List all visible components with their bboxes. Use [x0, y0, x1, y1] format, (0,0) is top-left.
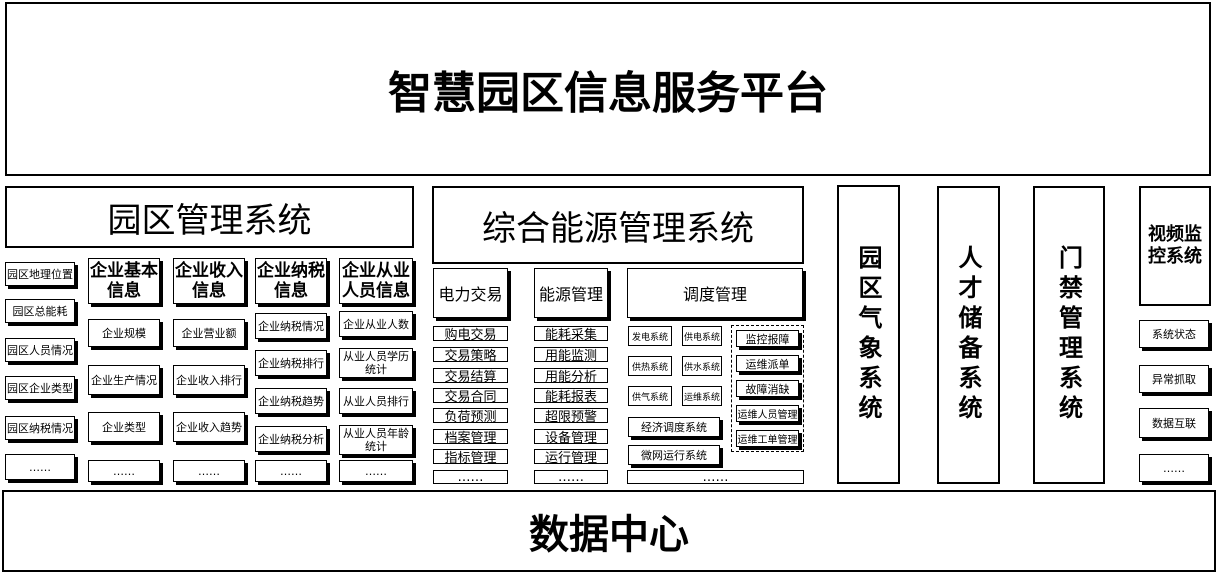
tax-info-item: 企业纳税排行	[255, 350, 327, 376]
column-header-basic-info: 企业基本信息	[88, 258, 160, 304]
income-info-item: 企业营业额	[173, 319, 245, 347]
video-item: 数据互联	[1139, 408, 1209, 438]
power-trading-header: 电力交易	[433, 268, 508, 318]
power-trading-item: 购电交易	[433, 326, 508, 343]
dispatch-subsystem: 供气系统	[628, 386, 672, 406]
staff-info-item: 从业人员年龄统计	[339, 425, 413, 455]
ops-item: 监控报障	[736, 330, 799, 347]
ops-item: 故障消缺	[736, 380, 799, 397]
dispatch-subsystem: 发电系统	[628, 326, 672, 346]
energy-mgmt-item: 运行管理	[534, 449, 608, 466]
energy-mgmt-item: 用能监测	[534, 347, 608, 364]
power-trading-more: ……	[433, 470, 508, 485]
basic-info-item: 企业规模	[88, 319, 160, 347]
power-trading-item: 档案管理	[433, 429, 508, 446]
video-item: 系统状态	[1139, 320, 1209, 348]
microgrid-system: 微网运行系统	[628, 445, 720, 465]
ops-item: 运维工单管理	[736, 430, 799, 447]
income-info-item: 企业收入趋势	[173, 412, 245, 442]
ops-item: 运维派单	[736, 355, 799, 372]
basic-info-item: 企业类型	[88, 412, 160, 442]
tax-info-more: ……	[255, 460, 327, 482]
income-info-more: ……	[173, 460, 245, 482]
dispatch-subsystem: 供水系统	[682, 356, 722, 376]
park-item-people: 园区人员情况	[5, 338, 75, 362]
economic-dispatch-system: 经济调度系统	[628, 417, 720, 437]
video-more: ……	[1139, 454, 1209, 482]
dispatch-subsystem: 供电系统	[682, 326, 722, 346]
access-system: 门禁管理系统	[1033, 186, 1105, 484]
column-header-tax-info: 企业纳税信息	[255, 258, 327, 304]
park-item-location: 园区地理位置	[5, 262, 75, 286]
weather-system: 园区气象系统	[837, 185, 900, 484]
park-system-title: 园区管理系统	[5, 186, 414, 248]
staff-info-item: 企业从业人数	[339, 311, 413, 337]
talent-system: 人才储备系统	[937, 186, 1000, 484]
dispatch-more: ……	[627, 470, 804, 485]
dispatch-subsystem: 运维系统	[682, 386, 722, 406]
park-item-energy: 园区总能耗	[5, 299, 75, 323]
energy-mgmt-item: 能耗采集	[534, 326, 608, 343]
park-item-enterprise-type: 园区企业类型	[5, 376, 75, 400]
energy-mgmt-item: 设备管理	[534, 429, 608, 446]
platform-title: 智慧园区信息服务平台	[5, 2, 1211, 176]
staff-info-more: ……	[339, 460, 413, 482]
tax-info-item: 企业纳税情况	[255, 313, 327, 339]
energy-mgmt-header: 能源管理	[534, 268, 608, 318]
income-info-item: 企业收入排行	[173, 365, 245, 395]
video-item: 异常抓取	[1139, 365, 1209, 393]
energy-mgmt-item: 用能分析	[534, 368, 608, 385]
data-center: 数据中心	[2, 490, 1216, 572]
ops-item: 运维人员管理	[736, 405, 799, 422]
dispatch-subsystem: 供热系统	[628, 356, 672, 376]
column-header-staff-info: 企业从业人员信息	[339, 258, 413, 304]
power-trading-item: 交易策略	[433, 347, 508, 364]
basic-info-item: 企业生产情况	[88, 365, 160, 395]
basic-info-more: ……	[88, 460, 160, 482]
tax-info-item: 企业纳税分析	[255, 426, 327, 452]
power-trading-item: 指标管理	[433, 449, 508, 466]
column-header-income-info: 企业收入信息	[173, 258, 245, 304]
park-item-more: ……	[5, 454, 75, 480]
energy-mgmt-more: ……	[534, 470, 608, 485]
video-system-title: 视频监控系统	[1139, 186, 1211, 306]
power-trading-item: 负荷预测	[433, 408, 508, 425]
staff-info-item: 从业人员学历统计	[339, 348, 413, 378]
dispatch-mgmt-header: 调度管理	[627, 268, 803, 318]
ops-group	[731, 325, 804, 452]
power-trading-item: 交易结算	[433, 368, 508, 385]
energy-mgmt-item: 超限预警	[534, 408, 608, 425]
energy-mgmt-item: 能耗报表	[534, 388, 608, 405]
power-trading-item: 交易合同	[433, 388, 508, 405]
energy-system-title: 综合能源管理系统	[432, 186, 804, 264]
staff-info-item: 从业人员排行	[339, 388, 413, 414]
park-item-tax: 园区纳税情况	[5, 416, 75, 440]
tax-info-item: 企业纳税趋势	[255, 388, 327, 414]
